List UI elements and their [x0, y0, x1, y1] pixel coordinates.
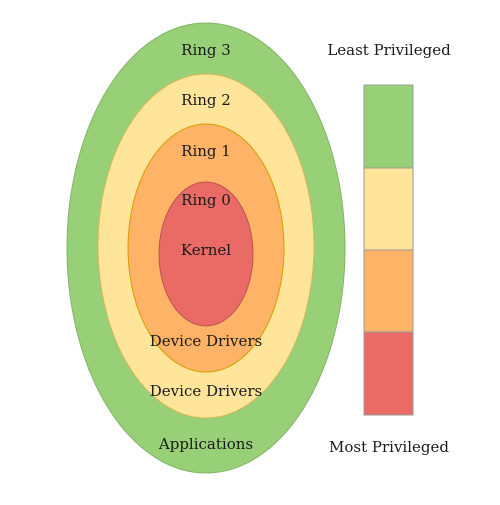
scale-segment-least	[363, 84, 414, 169]
scale-segment-low	[363, 167, 414, 251]
ring-3-bottom-label: Applications	[158, 435, 253, 453]
ring-1-top-label: Ring 1	[181, 142, 231, 160]
most-privileged-label: Most Privileged	[329, 438, 449, 456]
scale-segment-most	[363, 331, 414, 416]
ring-0-ellipse	[158, 181, 254, 327]
ring-1-bottom-label: Device Drivers	[150, 332, 262, 350]
ring-2-top-label: Ring 2	[181, 91, 231, 109]
scale-segment-high	[363, 249, 414, 333]
least-privileged-label: Least Privileged	[327, 41, 451, 59]
ring-0-top-label: Ring 0	[181, 191, 231, 209]
ring-2-bottom-label: Device Drivers	[150, 382, 262, 400]
kernel-label: Kernel	[181, 241, 231, 259]
ring-3-top-label: Ring 3	[181, 41, 231, 59]
